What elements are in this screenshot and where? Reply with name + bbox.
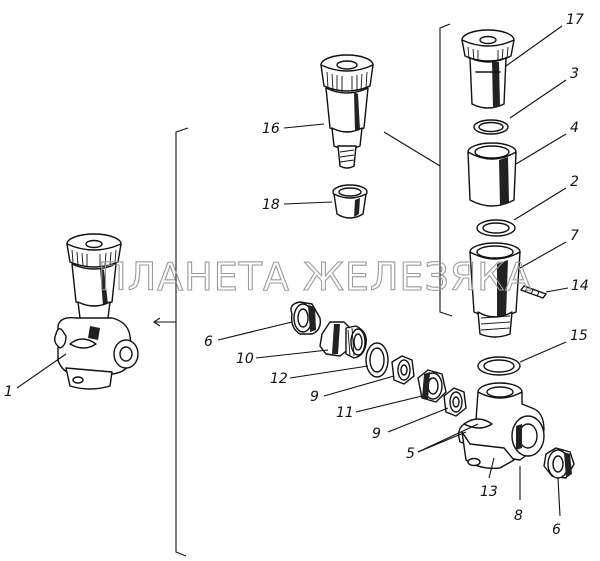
label-part-7: 7 <box>570 228 579 244</box>
strainer-part-6-right <box>543 447 575 479</box>
label-part-18: 18 <box>262 197 280 213</box>
bushing-part-18 <box>332 184 368 219</box>
pump-body-part-8 <box>457 382 545 470</box>
cylinder-part-7 <box>469 242 521 338</box>
valve-part-9-upper <box>391 355 415 385</box>
label-part-1: 1 <box>4 384 13 400</box>
group-bracket-right <box>383 23 453 317</box>
valve-part-9-lower <box>443 387 467 417</box>
cup-part-4 <box>467 142 517 207</box>
label-part-9-upper: 9 <box>310 389 319 405</box>
group-bracket-left <box>153 127 189 557</box>
pin-part-14 <box>520 285 547 299</box>
label-part-12: 12 <box>270 371 288 387</box>
label-part-8: 8 <box>514 508 523 524</box>
label-part-15: 15 <box>570 328 588 344</box>
ring-part-15 <box>477 356 521 376</box>
label-part-10: 10 <box>236 351 254 367</box>
label-part-9-lower: 9 <box>372 426 381 442</box>
ring-part-3 <box>473 119 509 135</box>
oring-part-12 <box>365 342 389 378</box>
strainer-part-6-left <box>290 301 322 335</box>
gasket-part-2 <box>476 219 516 237</box>
label-part-14: 14 <box>571 278 589 294</box>
label-part-5: 5 <box>406 446 415 462</box>
label-part-6-right: 6 <box>552 522 561 538</box>
leader-lines <box>16 25 569 517</box>
label-part-6-left: 6 <box>204 334 213 350</box>
cap-part-17 <box>461 29 515 109</box>
spring-part-11 <box>417 369 447 403</box>
sleeve-assembly-part-16 <box>320 54 374 169</box>
label-part-11: 11 <box>336 405 354 421</box>
label-part-2: 2 <box>570 174 579 190</box>
part-labels: 1 16 18 17 3 4 2 7 14 15 6 10 12 9 11 9 … <box>4 12 589 538</box>
label-part-4: 4 <box>570 120 579 136</box>
label-part-13: 13 <box>480 484 498 500</box>
label-part-16: 16 <box>262 121 280 137</box>
watermark-text: ПЛАНЕТА ЖЕЛЕЗЯКА <box>98 255 532 299</box>
label-part-17: 17 <box>566 12 584 28</box>
label-part-3: 3 <box>570 66 579 82</box>
fitting-part-10 <box>319 321 367 359</box>
assembled-pump-part-1 <box>53 233 139 390</box>
